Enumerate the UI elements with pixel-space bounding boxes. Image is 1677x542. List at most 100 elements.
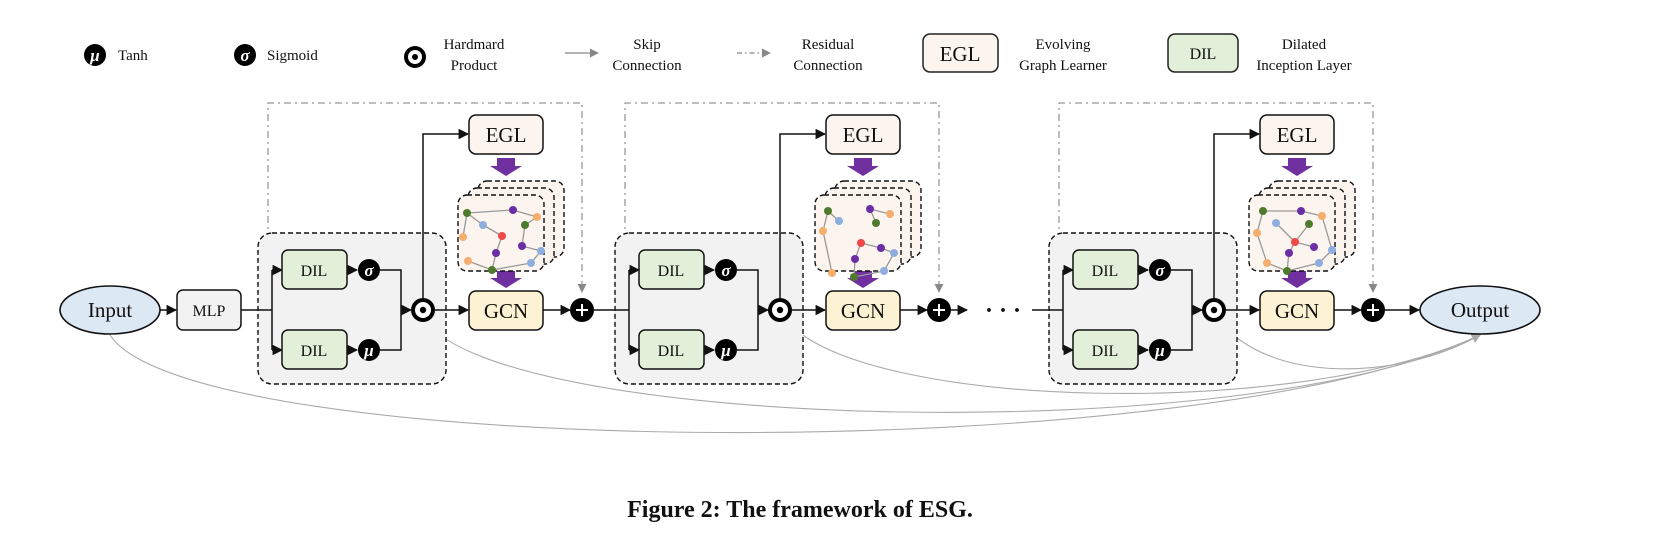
graph-to-gcn-arrow xyxy=(490,270,522,288)
esg-blocks: DILDILσμEGLGCNDILDILσμEGLGCNDILDILσμEGLG… xyxy=(241,102,1421,385)
graph-node xyxy=(828,269,836,277)
tanh-symbol: μ xyxy=(89,46,99,65)
dil-label-line1: Dilated xyxy=(1282,37,1327,53)
graph-edge xyxy=(822,230,833,274)
residual-connection xyxy=(624,102,944,293)
graph-node xyxy=(835,217,843,225)
graph-node xyxy=(1283,267,1291,275)
graph-node xyxy=(533,213,541,221)
tanh-label: Tanh xyxy=(118,48,148,64)
dil-top-label: DIL xyxy=(658,263,685,280)
graph-edge xyxy=(467,260,493,271)
skip-connection-block1 xyxy=(424,319,1481,413)
graph-node xyxy=(1253,229,1261,237)
graph-node xyxy=(877,244,885,252)
graph-node xyxy=(479,221,487,229)
tanh-icon xyxy=(1149,339,1171,361)
sigmoid-icon xyxy=(715,259,737,281)
input-label: Input xyxy=(88,298,132,322)
tanh-icon xyxy=(84,44,106,66)
to-egl-arrow xyxy=(779,128,827,298)
skip-label-line1: Skip xyxy=(633,37,661,53)
hadamard-label-line1: Hardmard xyxy=(444,37,505,53)
graph-edge xyxy=(491,262,532,271)
egl-to-graph-arrow xyxy=(1281,158,1313,176)
output-label: Output xyxy=(1451,298,1510,322)
sigmoid-label: Sigmoid xyxy=(267,48,318,64)
skip-connections xyxy=(109,319,1481,434)
graph-stack xyxy=(1248,180,1356,275)
graph-stack xyxy=(814,180,922,281)
mlp-label: MLP xyxy=(193,303,226,320)
egl-label: EGL xyxy=(1277,123,1318,147)
legend: μ Tanh σ Sigmoid Hardmard Product Skip C… xyxy=(84,33,1352,74)
skip-label-line2: Connection xyxy=(612,58,682,74)
graph-node xyxy=(498,232,506,240)
graph-node xyxy=(866,205,874,213)
residual-label-line2: Connection xyxy=(793,58,863,74)
hadamard-product-icon xyxy=(411,298,435,322)
graph-node xyxy=(886,210,894,218)
graph-stack xyxy=(457,180,565,274)
dil-top-label: DIL xyxy=(1092,263,1119,280)
legend-sigmoid: σ Sigmoid xyxy=(234,44,318,66)
dil-bottom-label: DIL xyxy=(1092,343,1119,360)
egl-box xyxy=(825,114,901,155)
residual-label-line1: Residual xyxy=(802,37,855,53)
graph-node xyxy=(464,257,472,265)
to-egl-arrow xyxy=(422,128,470,298)
graph-edge xyxy=(1275,222,1296,243)
egl-to-graph-arrow xyxy=(847,158,879,176)
graph-node xyxy=(857,239,865,247)
graph-node xyxy=(463,209,471,217)
graph-frame xyxy=(814,194,902,272)
graph-node xyxy=(1272,219,1280,227)
graph-node xyxy=(890,249,898,257)
sigmoid-symbol: σ xyxy=(1155,261,1165,280)
egl-box xyxy=(1259,114,1335,155)
legend-egl: EGL Evolving Graph Learner xyxy=(922,33,1107,74)
sigmoid-icon xyxy=(358,259,380,281)
skip-connection-input xyxy=(109,334,1481,434)
graph-node xyxy=(1297,207,1305,215)
input-node: Input xyxy=(59,285,161,335)
tanh-symbol: μ xyxy=(1154,341,1164,360)
graph-node xyxy=(537,247,545,255)
graph-node xyxy=(1310,243,1318,251)
to-egl-arrow xyxy=(1213,128,1261,298)
mlp-node: MLP xyxy=(176,289,242,331)
legend-residual: Residual Connection xyxy=(737,37,863,74)
graph-node xyxy=(1263,259,1271,267)
dil-legend-box-label: DIL xyxy=(1190,46,1217,63)
sigmoid-symbol: σ xyxy=(364,261,374,280)
skip-connection-block3 xyxy=(1218,319,1481,370)
residual-connection xyxy=(1058,102,1378,293)
graph-edge xyxy=(512,209,538,218)
graph-node xyxy=(509,206,517,214)
egl-legend-box-label: EGL xyxy=(940,42,981,66)
residual-connection xyxy=(267,102,587,293)
tanh-icon xyxy=(358,339,380,361)
graph-node xyxy=(492,249,500,257)
dil-bottom-label: DIL xyxy=(301,343,328,360)
sigmoid-symbol: σ xyxy=(721,261,731,280)
graph-node xyxy=(521,221,529,229)
figure-caption: Figure 2: The framework of ESG. xyxy=(627,497,973,523)
graph-node xyxy=(1315,259,1323,267)
sigmoid-icon xyxy=(234,44,256,66)
graph-edge xyxy=(1286,262,1320,272)
graph-edge xyxy=(462,212,468,238)
hadamard-product-icon xyxy=(768,298,792,322)
dil-label-line2: Inception Layer xyxy=(1256,58,1351,74)
dil-bottom-label: DIL xyxy=(658,343,685,360)
graph-node xyxy=(1318,212,1326,220)
graph-edge xyxy=(853,270,885,278)
egl-box xyxy=(468,114,544,155)
egl-label-line2: Graph Learner xyxy=(1019,58,1107,74)
graph-node xyxy=(850,273,858,281)
egl-label: EGL xyxy=(843,123,884,147)
graph-edge xyxy=(1256,232,1268,264)
graph-node xyxy=(1328,246,1336,254)
graph-node xyxy=(1291,238,1299,246)
